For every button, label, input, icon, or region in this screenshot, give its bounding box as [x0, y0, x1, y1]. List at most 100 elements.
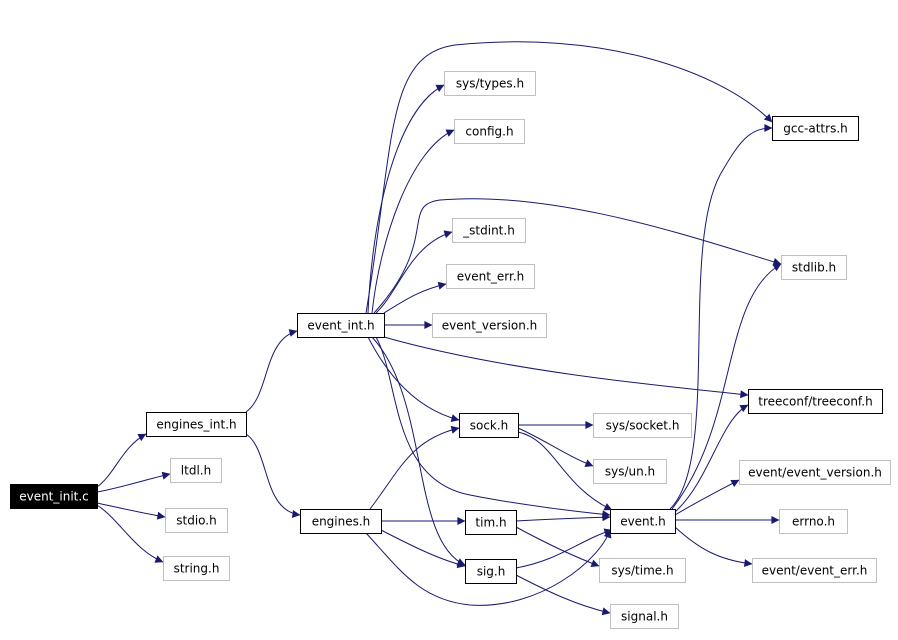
node-box — [465, 559, 517, 584]
edge-event-h-to-treeconf-h — [674, 404, 749, 513]
edge-event-int-h-to-event-err-h — [383, 281, 447, 314]
edge-event-int-h-to-sig-h — [371, 336, 466, 566]
edge-event-int-h-to-event-h — [375, 336, 611, 519]
node-label: event_err.h — [457, 270, 525, 284]
edge-event-int-h-to-config-h — [371, 129, 455, 314]
node-event-version-h: event_version.h — [432, 313, 547, 338]
node-box — [610, 604, 679, 629]
node-box — [297, 313, 385, 338]
edge-event-int-h-to-treeconf-h — [383, 336, 749, 399]
node-sys-types-h: sys/types.h — [444, 71, 536, 96]
node-errno-h: errno.h — [779, 509, 848, 534]
node-label: sys/un.h — [605, 465, 655, 479]
node-label: treeconf/treeconf.h — [758, 395, 872, 409]
node-tim-h[interactable]: tim.h — [465, 510, 517, 535]
node-box — [165, 508, 228, 533]
node-label: event/event_err.h — [762, 564, 868, 578]
node-label: event_init.c — [19, 490, 89, 504]
node-box — [146, 412, 247, 437]
edge-sock-h-to-sys-un-h — [517, 427, 594, 467]
node-label: config.h — [465, 125, 513, 139]
node-box — [459, 413, 519, 438]
node-engines-int-h[interactable]: engines_int.h — [146, 412, 247, 437]
node-box — [444, 71, 536, 96]
node-box — [454, 119, 525, 144]
node-label: _stdint.h — [462, 224, 515, 238]
node-box — [772, 116, 859, 141]
node-stdlib-h: stdlib.h — [781, 255, 847, 280]
edge-event-init-c-to-string-h — [96, 504, 164, 563]
node-box — [465, 510, 517, 535]
node-box — [610, 509, 676, 534]
node-stdio-h: stdio.h — [165, 508, 228, 533]
edge-event-int-h-to-stdlib-h — [373, 198, 782, 314]
node-label: ltdl.h — [181, 464, 211, 478]
node-box — [593, 413, 692, 438]
edges — [96, 41, 782, 616]
node-label: event/event_version.h — [748, 466, 882, 480]
node-sock-h[interactable]: sock.h — [459, 413, 519, 438]
node-config-h: config.h — [454, 119, 525, 144]
node-label: sys/time.h — [611, 564, 673, 578]
node-label: signal.h — [621, 610, 668, 624]
node-label: tim.h — [475, 516, 506, 530]
node-box — [432, 313, 547, 338]
node-box — [163, 556, 230, 581]
node-label: engines_int.h — [156, 418, 236, 432]
edge-event-init-c-to-stdio-h — [96, 502, 166, 520]
edge-sock-h-to-event-h — [517, 431, 613, 511]
node-string-h: string.h — [163, 556, 230, 581]
edge-engines-h-to-sig-h — [380, 529, 466, 569]
nodes: event_init.c engines_int.h ltdl.h stdio.h st… — [10, 71, 891, 629]
edge-event-h-to-gcc-attrs-h — [669, 124, 773, 510]
edge-event-int-h-to-sock-h — [367, 336, 460, 422]
node-box — [170, 458, 222, 483]
node-label: event_int.h — [307, 319, 374, 333]
node-label: errno.h — [792, 515, 835, 529]
node-box — [10, 484, 98, 509]
node-treeconf-h[interactable]: treeconf/treeconf.h — [748, 389, 883, 414]
edge-event-int-h-to-gcc-attrs-h — [365, 41, 773, 314]
edge-sig-h-to-signal-h — [515, 574, 611, 616]
node-box — [452, 218, 526, 243]
edge-event-h-to-stdlib-h — [671, 263, 782, 510]
edge-event-int-h-to-stdint-h — [375, 230, 453, 314]
node-event-event-version-h: event/event_version.h — [739, 460, 891, 485]
edge-tim-h-to-sys-time-h — [515, 526, 600, 568]
node-event-err-h: event_err.h — [446, 264, 535, 289]
node-box — [752, 558, 877, 583]
node-label: engines.h — [312, 515, 371, 529]
node-label: string.h — [174, 562, 220, 576]
node-label: sig.h — [477, 565, 506, 579]
node-engines-h[interactable]: engines.h — [300, 509, 382, 534]
node-event-event-err-h: event/event_err.h — [752, 558, 877, 583]
node-gcc-attrs-h[interactable]: gcc-attrs.h — [772, 116, 859, 141]
node-sys-socket-h: sys/socket.h — [593, 413, 692, 438]
node-box — [446, 264, 535, 289]
node-box — [593, 459, 667, 484]
edge-event-h-to-event-event-err-h — [674, 526, 753, 568]
node-event-int-h[interactable]: event_int.h — [297, 313, 385, 338]
node-label: gcc-attrs.h — [783, 122, 848, 136]
node-label: stdlib.h — [792, 261, 836, 275]
node-label: event_version.h — [442, 319, 538, 333]
edge-engines-h-to-sock-h — [369, 425, 460, 510]
node-box — [599, 558, 686, 583]
node-event-init-c[interactable]: event_init.c — [10, 484, 98, 509]
node-label: stdio.h — [176, 514, 216, 528]
node-label: sock.h — [470, 419, 509, 433]
node-box — [739, 460, 891, 485]
node-box — [748, 389, 883, 414]
node-label: sys/socket.h — [606, 419, 680, 433]
node-label: sys/types.h — [456, 77, 524, 91]
node-sys-time-h: sys/time.h — [599, 558, 686, 583]
edge-engines-int-h-to-engines-h — [245, 433, 301, 518]
edge-engines-h-to-event-h — [365, 529, 612, 606]
node-event-h[interactable]: event.h — [610, 509, 676, 534]
edge-tim-h-to-event-h — [515, 513, 611, 522]
node-label: event.h — [620, 515, 666, 529]
edge-sig-h-to-event-h — [515, 528, 613, 569]
node-box — [779, 509, 848, 534]
node-sig-h[interactable]: sig.h — [465, 559, 517, 584]
